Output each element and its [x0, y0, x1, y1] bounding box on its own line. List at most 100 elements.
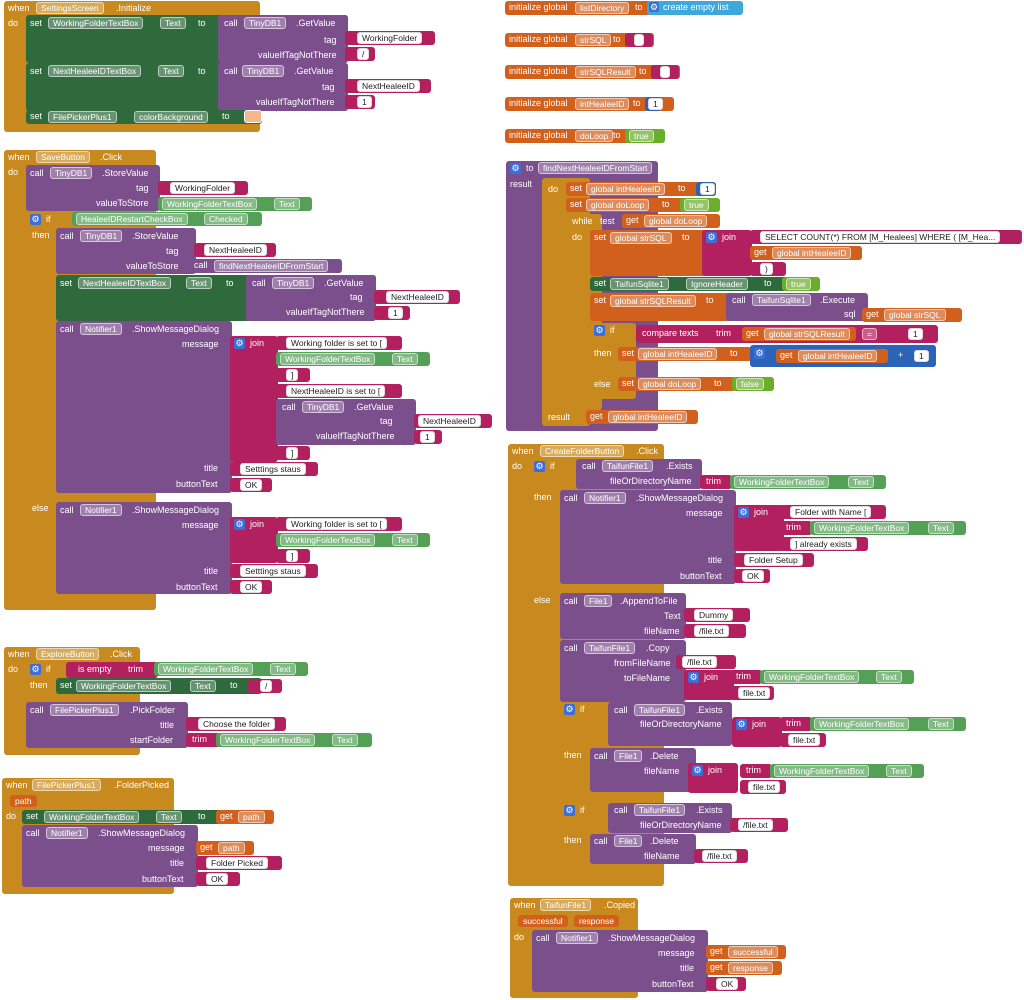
- set-int-healee-2[interactable]: set global intHealeeID to: [618, 347, 752, 361]
- get-path[interactable]: get path: [216, 810, 274, 824]
- tb-chip[interactable]: WorkingFolderTextBox: [280, 353, 376, 365]
- tb-chip[interactable]: WorkingFolderTextBox: [162, 198, 258, 210]
- show-message-dialog-5[interactable]: call Notifier1 .ShowMessageDialog messag…: [532, 930, 708, 992]
- get-path[interactable]: get path: [196, 841, 254, 855]
- gear-icon[interactable]: ⚙: [594, 325, 605, 336]
- tb-chip[interactable]: WorkingFolderTextBox: [814, 522, 910, 534]
- target-chip[interactable]: WorkingFolderTextBox: [48, 17, 144, 29]
- gear-icon[interactable]: ⚙: [706, 232, 717, 243]
- gear-icon[interactable]: ⚙: [688, 672, 699, 683]
- trim-1[interactable]: trim: [122, 662, 158, 678]
- num-one[interactable]: 1: [910, 349, 930, 363]
- gear-icon[interactable]: ⚙: [692, 765, 703, 776]
- prop-chip[interactable]: Text: [160, 17, 186, 29]
- var-chip[interactable]: global intHealeeID: [772, 247, 852, 259]
- var-name-chip[interactable]: doLoop: [575, 130, 614, 142]
- text-dummy[interactable]: Dummy: [684, 608, 750, 622]
- var-chip[interactable]: global strSQLResult: [610, 295, 696, 307]
- text-nexthealeeid[interactable]: NextHealeeID: [345, 79, 431, 93]
- pick-folder[interactable]: call FilePickerPlus1 .PickFolder title s…: [26, 702, 188, 748]
- get-response[interactable]: get response: [706, 961, 782, 975]
- text-ok[interactable]: OK: [230, 580, 272, 594]
- get-do-loop[interactable]: get global doLoop: [622, 214, 720, 228]
- getter-workingfolder-text[interactable]: WorkingFolderTextBox Text: [158, 197, 312, 211]
- tb-chip[interactable]: WorkingFolderTextBox: [76, 680, 172, 692]
- getter-wf-text[interactable]: WorkingFolderTextBox Text: [730, 475, 886, 489]
- getter-restart-checked[interactable]: HealeeIDRestartCheckBox Checked: [72, 212, 262, 226]
- gear-icon[interactable]: ⚙: [510, 163, 521, 174]
- text-ok[interactable]: OK: [230, 478, 272, 492]
- join-3[interactable]: ⚙ join: [734, 505, 784, 551]
- component-chip[interactable]: FilePickerPlus1: [32, 779, 101, 791]
- text-close[interactable]: ): [750, 262, 786, 276]
- text-title[interactable]: Folder Setup: [734, 553, 814, 567]
- var-chip[interactable]: successful: [728, 946, 778, 958]
- taifun-chip[interactable]: TaifunFile1: [634, 704, 686, 716]
- picker-chip[interactable]: FilePickerPlus1: [50, 704, 119, 716]
- prop-chip[interactable]: Text: [274, 198, 300, 210]
- gear-icon[interactable]: ⚙: [564, 805, 575, 816]
- taifun-chip[interactable]: TaifunFile1: [584, 642, 636, 654]
- target-chip[interactable]: FilePickerPlus1: [48, 111, 117, 123]
- gear-icon[interactable]: ⚙: [649, 2, 659, 12]
- sqlite-chip[interactable]: TaifunSqlite1: [610, 278, 669, 290]
- tb-chip[interactable]: WorkingFolderTextBox: [734, 476, 830, 488]
- trim[interactable]: trim: [730, 670, 762, 684]
- component-chip[interactable]: ExploreButton: [36, 648, 100, 660]
- set-int-healee[interactable]: set global intHealeeID to: [566, 182, 716, 196]
- text-filetxt[interactable]: /file.txt: [694, 849, 748, 863]
- proc-name-chip[interactable]: findNextHealeeIDFromStart: [538, 162, 653, 174]
- set-do-loop-2[interactable]: set global doLoop to: [618, 377, 736, 391]
- prop-chip[interactable]: Text: [190, 680, 216, 692]
- prop-chip[interactable]: Text: [392, 534, 418, 546]
- prop-chip[interactable]: Text: [886, 765, 912, 777]
- file-chip[interactable]: File1: [614, 750, 643, 762]
- text-slash[interactable]: /: [248, 679, 282, 693]
- param-chip[interactable]: response: [574, 915, 619, 927]
- text-sql[interactable]: SELECT COUNT(*) FROM [M_Healees] WHERE (…: [750, 230, 1022, 244]
- bool-value[interactable]: false: [736, 378, 764, 390]
- text-title[interactable]: Folder Picked: [196, 856, 282, 870]
- text-workingfolder[interactable]: WorkingFolder: [345, 31, 435, 45]
- set-ignore-header[interactable]: set TaifunSqlite1 IgnoreHeader to: [590, 277, 800, 291]
- text-t2[interactable]: ] already exists: [780, 537, 868, 551]
- db-chip[interactable]: TinyDB1: [244, 17, 287, 29]
- text-one[interactable]: 1: [345, 95, 375, 109]
- text-workingfolder[interactable]: WorkingFolder: [158, 181, 248, 195]
- getter-wf-text[interactable]: WorkingFolderTextBox Text: [216, 733, 372, 747]
- init-global-3[interactable]: initialize global intHealeeID to: [505, 97, 674, 111]
- sqlite-chip[interactable]: TaifunSqlite1: [752, 294, 811, 306]
- init-value-0[interactable]: ⚙create empty list: [647, 1, 743, 15]
- var-name-chip[interactable]: listDirectory: [575, 2, 630, 14]
- notifier-chip[interactable]: Notifier1: [556, 932, 598, 944]
- db-chip[interactable]: TinyDB1: [242, 65, 285, 77]
- show-message-dialog-4[interactable]: call Notifier1 .ShowMessageDialog messag…: [560, 490, 736, 584]
- component-chip[interactable]: SettingsScreen: [36, 2, 104, 14]
- tb-chip[interactable]: WorkingFolderTextBox: [280, 534, 376, 546]
- text-t2[interactable]: ]: [276, 368, 310, 382]
- call-find-next[interactable]: call findNextHealeeIDFromStart: [186, 259, 342, 273]
- gear-icon[interactable]: ⚙: [234, 338, 245, 349]
- tb-chip[interactable]: WorkingFolderTextBox: [220, 734, 316, 746]
- color-swatch[interactable]: [244, 110, 262, 123]
- tb-chip[interactable]: WorkingFolderTextBox: [44, 811, 140, 823]
- prop-chip[interactable]: Text: [848, 476, 874, 488]
- set-str-sql[interactable]: set global strSQL to: [590, 230, 708, 276]
- op-chip[interactable]: =: [862, 328, 877, 340]
- tb-chip[interactable]: WorkingFolderTextBox: [814, 718, 910, 730]
- db-chip[interactable]: TinyDB1: [50, 167, 93, 179]
- taifun-exists-2[interactable]: call TaifunFile1 .Exists fileOrDirectory…: [608, 702, 732, 746]
- set-do-loop[interactable]: set global doLoop to: [566, 198, 716, 212]
- component-chip[interactable]: SaveButton: [36, 151, 90, 163]
- taifun-copy[interactable]: call TaifunFile1 .Copy fromFileName toFi…: [560, 640, 686, 702]
- tb-chip[interactable]: WorkingFolderTextBox: [774, 765, 870, 777]
- text-filetxt2[interactable]: file.txt: [780, 733, 826, 747]
- get-str-sql[interactable]: get global strSQL: [862, 308, 962, 322]
- show-message-dialog-3[interactable]: call Notifier1 .ShowMessageDialog messag…: [22, 825, 198, 887]
- trim[interactable]: trim: [740, 764, 772, 778]
- text-nexthealeeid[interactable]: NextHealeeID: [374, 290, 460, 304]
- notifier-chip[interactable]: Notifier1: [80, 323, 122, 335]
- text-ok[interactable]: OK: [734, 569, 770, 583]
- text-t1[interactable]: Working folder is set to [: [276, 517, 402, 531]
- store-nexthealee[interactable]: call TinyDB1 .StoreValue tag valueToStor…: [56, 228, 196, 274]
